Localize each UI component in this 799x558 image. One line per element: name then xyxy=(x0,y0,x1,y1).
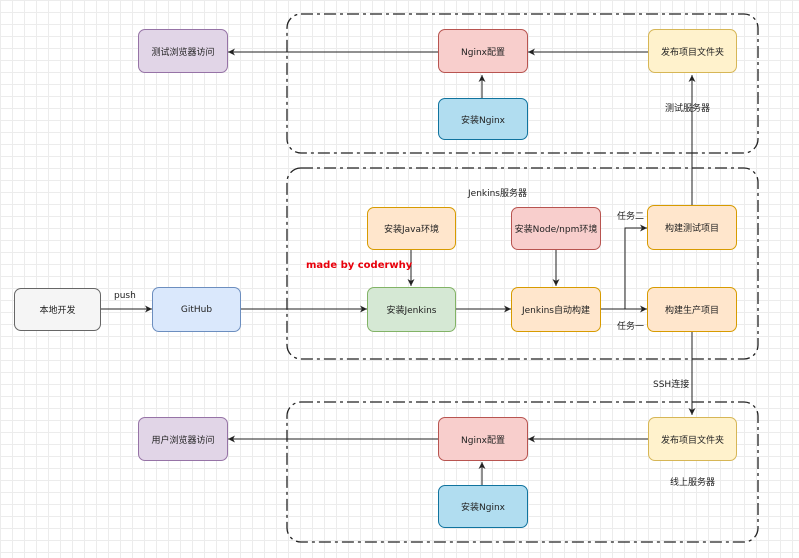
prod-server-label: 线上服务器 xyxy=(670,478,716,488)
task-two-label: 任务二 xyxy=(617,212,645,222)
edge-build-to-build-test xyxy=(601,224,647,310)
test-browser-node: 测试浏览器访问 xyxy=(138,29,228,73)
local-dev-node: 本地开发 xyxy=(14,288,101,331)
install-nginx-prod-node: 安装Nginx xyxy=(438,485,528,528)
test-server-label: 测试服务器 xyxy=(665,104,711,114)
nginx-prod-node: Nginx配置 xyxy=(438,417,528,461)
jenkins-build-node: Jenkins自动构建 xyxy=(511,287,601,332)
build-prod-node: 构建生产项目 xyxy=(647,287,737,332)
task-one-label: 任务一 xyxy=(617,322,645,332)
push-label: push xyxy=(114,291,136,301)
jenkins-server-group xyxy=(286,167,759,360)
user-browser-node: 用户浏览器访问 xyxy=(138,417,228,461)
ssh-label: SSH连接 xyxy=(653,380,690,390)
install-nginx-test-node: 安装Nginx xyxy=(438,98,528,140)
install-java-node: 安装Java环境 xyxy=(367,207,456,250)
publish-test-node: 发布项目文件夹 xyxy=(648,29,737,73)
jenkins-server-label: Jenkins服务器 xyxy=(468,189,528,199)
install-jenkins-node: 安装Jenkins xyxy=(367,287,456,332)
github-node: GitHub xyxy=(152,287,241,332)
publish-prod-node: 发布项目文件夹 xyxy=(648,417,737,461)
watermark-text: made by coderwhy xyxy=(306,260,413,271)
nginx-test-node: Nginx配置 xyxy=(438,29,528,73)
build-test-node: 构建测试项目 xyxy=(647,205,737,250)
install-node-node: 安装Node/npm环境 xyxy=(511,207,601,250)
